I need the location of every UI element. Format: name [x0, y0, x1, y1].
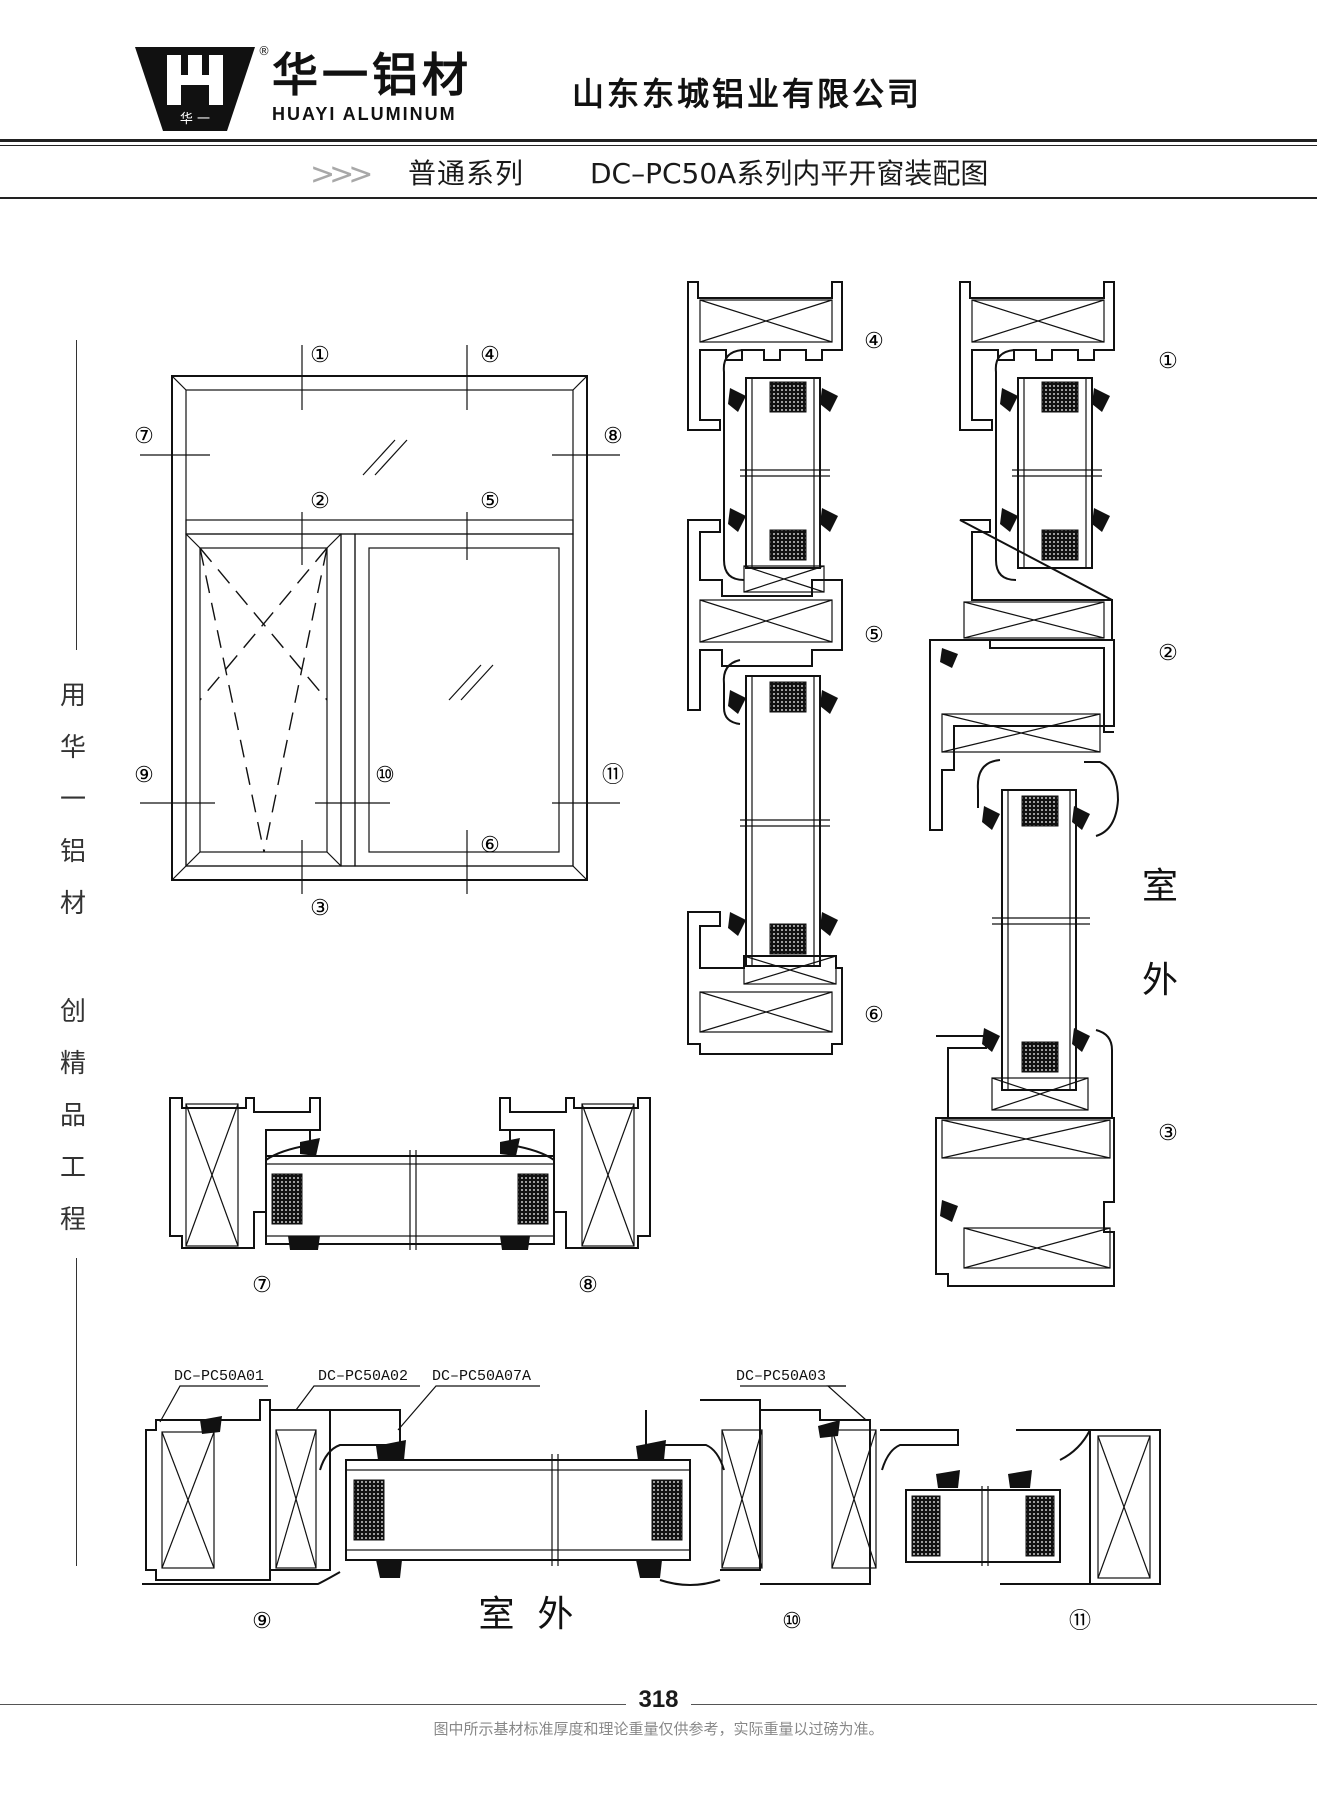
profile-code-02: DC–PC50A02	[318, 1368, 408, 1385]
vertical-section-456: ④ ⑤ ⑥	[687, 281, 884, 1055]
outdoor-label-horizontal: 室 外	[479, 1594, 574, 1635]
section-label-6: ⑥	[864, 1003, 884, 1028]
label-11: ⑪	[602, 763, 624, 788]
label-3: ③	[310, 896, 330, 921]
leader-line	[826, 1385, 867, 1421]
brand-logo-icon: 华 一	[135, 47, 255, 131]
logo-mark-text: 华 一	[180, 112, 210, 127]
slogan-char: 材	[59, 889, 86, 919]
header-rule-top	[0, 139, 1317, 142]
footnote: 图中所示基材标准厚度和理论重量仅供参考，实际重量以过磅为准。	[433, 1720, 884, 1738]
side-slogan: 用 华 一 铝 材 创 精 品 工 程	[58, 670, 88, 1246]
profile-code-03: DC–PC50A03	[736, 1368, 826, 1385]
section-label-8: ⑧	[578, 1273, 598, 1298]
page-title: DC–PC50A系列内平开窗装配图	[590, 157, 989, 190]
section-label-11: ⑪	[1069, 1609, 1091, 1634]
arrows-icon: >>>	[310, 157, 373, 192]
label-10: ⑩	[375, 763, 395, 788]
section-label-3: ③	[1158, 1121, 1178, 1146]
registered-mark: ®	[258, 44, 270, 58]
section-label-10: ⑩	[782, 1609, 802, 1634]
slogan-char: 华	[59, 733, 86, 763]
horizontal-section-9-10-11: DC–PC50A01 DC–PC50A02 DC–PC50A07A DC–PC5…	[142, 1368, 1161, 1635]
outdoor-label-bottom: 外	[1142, 960, 1178, 1001]
profile-code-07a: DC–PC50A07A	[432, 1368, 531, 1385]
slogan-char: 工	[59, 1153, 86, 1183]
label-1: ①	[310, 343, 330, 368]
vertical-section-123: ① ② ③ 室 外	[929, 281, 1178, 1287]
section-cut-lines	[140, 345, 620, 894]
label-9: ⑨	[134, 763, 154, 788]
slogan-char: 用	[59, 681, 86, 711]
window-elevation: ① ④ ② ⑤ ⑥ ③ ⑦ ⑧ ⑨ ⑩ ⑪	[134, 343, 624, 921]
header-rule-thin	[0, 145, 1317, 146]
sash-inner	[199, 547, 328, 853]
label-2: ②	[310, 489, 330, 514]
inner-frame	[185, 389, 574, 867]
transom	[185, 519, 574, 535]
label-5: ⑤	[480, 489, 500, 514]
slogan-char: 一	[59, 785, 86, 815]
leader-line	[295, 1385, 420, 1411]
section-label-2: ②	[1158, 641, 1178, 666]
page-number-text: 318	[626, 1686, 691, 1713]
section-label-4: ④	[864, 329, 884, 354]
slogan-rule-top	[76, 340, 77, 650]
mullion	[340, 533, 356, 867]
label-6: ⑥	[480, 833, 500, 858]
brand-name-cn: 华一铝材	[272, 48, 472, 102]
section-label-7: ⑦	[252, 1273, 272, 1298]
label-4: ④	[480, 343, 500, 368]
slogan-char: 创	[59, 997, 86, 1027]
section-label-9: ⑨	[252, 1609, 272, 1634]
brand-name-en: HUAYI ALUMINUM	[272, 104, 457, 124]
company-name: 山东东城铝业有限公司	[572, 75, 923, 113]
slogan-char: 程	[59, 1205, 86, 1235]
slogan-rule-bottom	[76, 1258, 77, 1566]
sash-outer	[185, 533, 342, 867]
fixed-pane	[354, 533, 574, 867]
label-8: ⑧	[603, 424, 623, 449]
series-name: 普通系列	[408, 157, 525, 190]
section-label-1: ①	[1158, 349, 1178, 374]
title-rule	[0, 197, 1317, 199]
profile-code-01: DC–PC50A01	[174, 1368, 264, 1385]
leader-line	[159, 1385, 268, 1423]
slogan-char: 铝	[59, 837, 86, 867]
page-number: 318	[0, 1686, 1317, 1713]
section-label-5: ⑤	[864, 623, 884, 648]
slogan-char: 品	[59, 1101, 86, 1131]
outer-frame	[171, 375, 588, 881]
glass-hatch	[362, 439, 396, 476]
label-7: ⑦	[134, 424, 154, 449]
leader-line	[397, 1385, 540, 1431]
outdoor-label-top: 室	[1142, 866, 1178, 907]
slogan-char: 精	[59, 1049, 86, 1079]
horizontal-section-78: ⑦ ⑧	[169, 1097, 651, 1298]
